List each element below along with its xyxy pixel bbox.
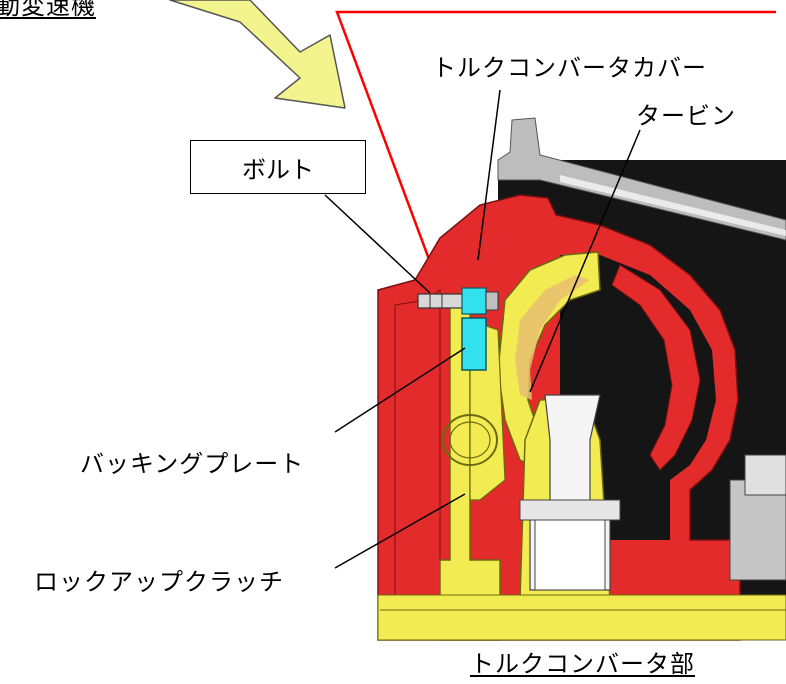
leader-cover bbox=[477, 89, 501, 261]
label-bolt: ボルト bbox=[242, 155, 314, 184]
red-pointer-line bbox=[335, 10, 776, 271]
leader-backing-plate bbox=[334, 347, 466, 433]
big-arrow-icon bbox=[169, 0, 346, 109]
leader-lines bbox=[324, 89, 641, 569]
caption: トルクコンバータ部 bbox=[470, 650, 695, 678]
leader-bolt bbox=[324, 194, 431, 294]
leader-lockup-clutch bbox=[334, 493, 466, 569]
label-backing-plate: バッキングプレート bbox=[80, 450, 305, 478]
label-torque-converter-cover: トルクコンバータカバー bbox=[432, 54, 707, 82]
backing-plate-shape bbox=[461, 317, 487, 371]
cross-section bbox=[377, 117, 786, 641]
leader-turbine bbox=[529, 129, 641, 393]
label-lockup-clutch: ロックアップクラッチ bbox=[34, 568, 284, 596]
label-turbine: タービン bbox=[636, 102, 736, 130]
bolt-shape bbox=[417, 287, 499, 315]
bolt-callout-box: ボルト bbox=[190, 140, 366, 194]
header-title: 動変速機 bbox=[0, 0, 96, 20]
